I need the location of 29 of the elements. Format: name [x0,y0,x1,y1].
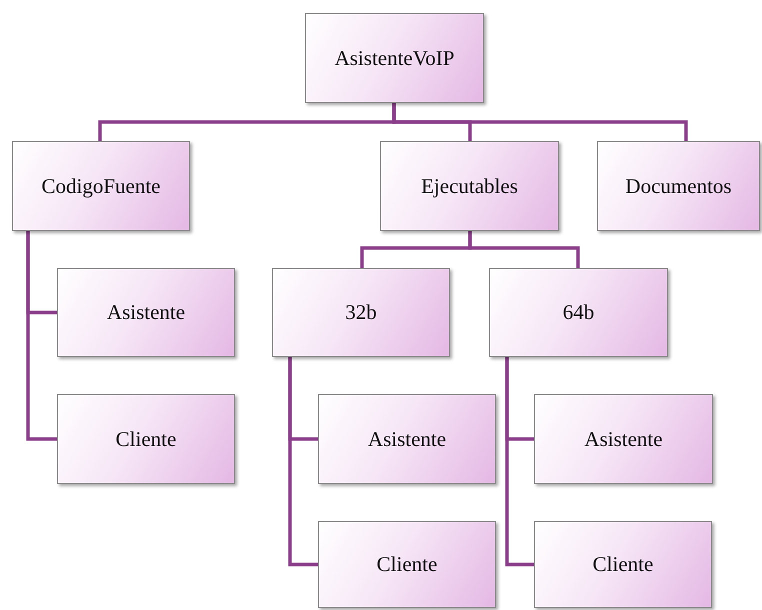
folder-box [318,394,496,484]
folder-box [318,521,496,608]
folder-box [57,268,235,357]
folder-name: 64b [562,300,594,325]
folder-name: Asistente [368,426,446,452]
folder-name: Cliente [376,552,438,577]
folder-box [305,13,484,103]
folder-name: Documentos [625,174,732,198]
folder-name: Cliente [116,426,176,452]
folder-box [534,521,712,608]
folder-name: Cliente [592,552,654,577]
folder-box [597,141,760,231]
connector-line [468,231,580,268]
folder-name: Asistente [106,300,186,325]
folder-name: 32b [345,300,377,325]
connector-line [505,357,534,566]
folder-box [12,141,190,231]
folder-name: AsistenteVoIP [334,46,454,70]
connector-line [26,231,57,441]
connector-line [392,103,688,141]
folder-box [57,394,235,484]
folder-box [272,268,450,357]
folder-name: Asistente [584,426,663,452]
folder-name: CodigoFuente [42,174,160,198]
connector-line [288,357,318,566]
folder-box [534,394,713,484]
folder-name: Ejecutables [421,174,518,198]
folder-box [380,141,559,231]
folder-box [489,268,668,357]
